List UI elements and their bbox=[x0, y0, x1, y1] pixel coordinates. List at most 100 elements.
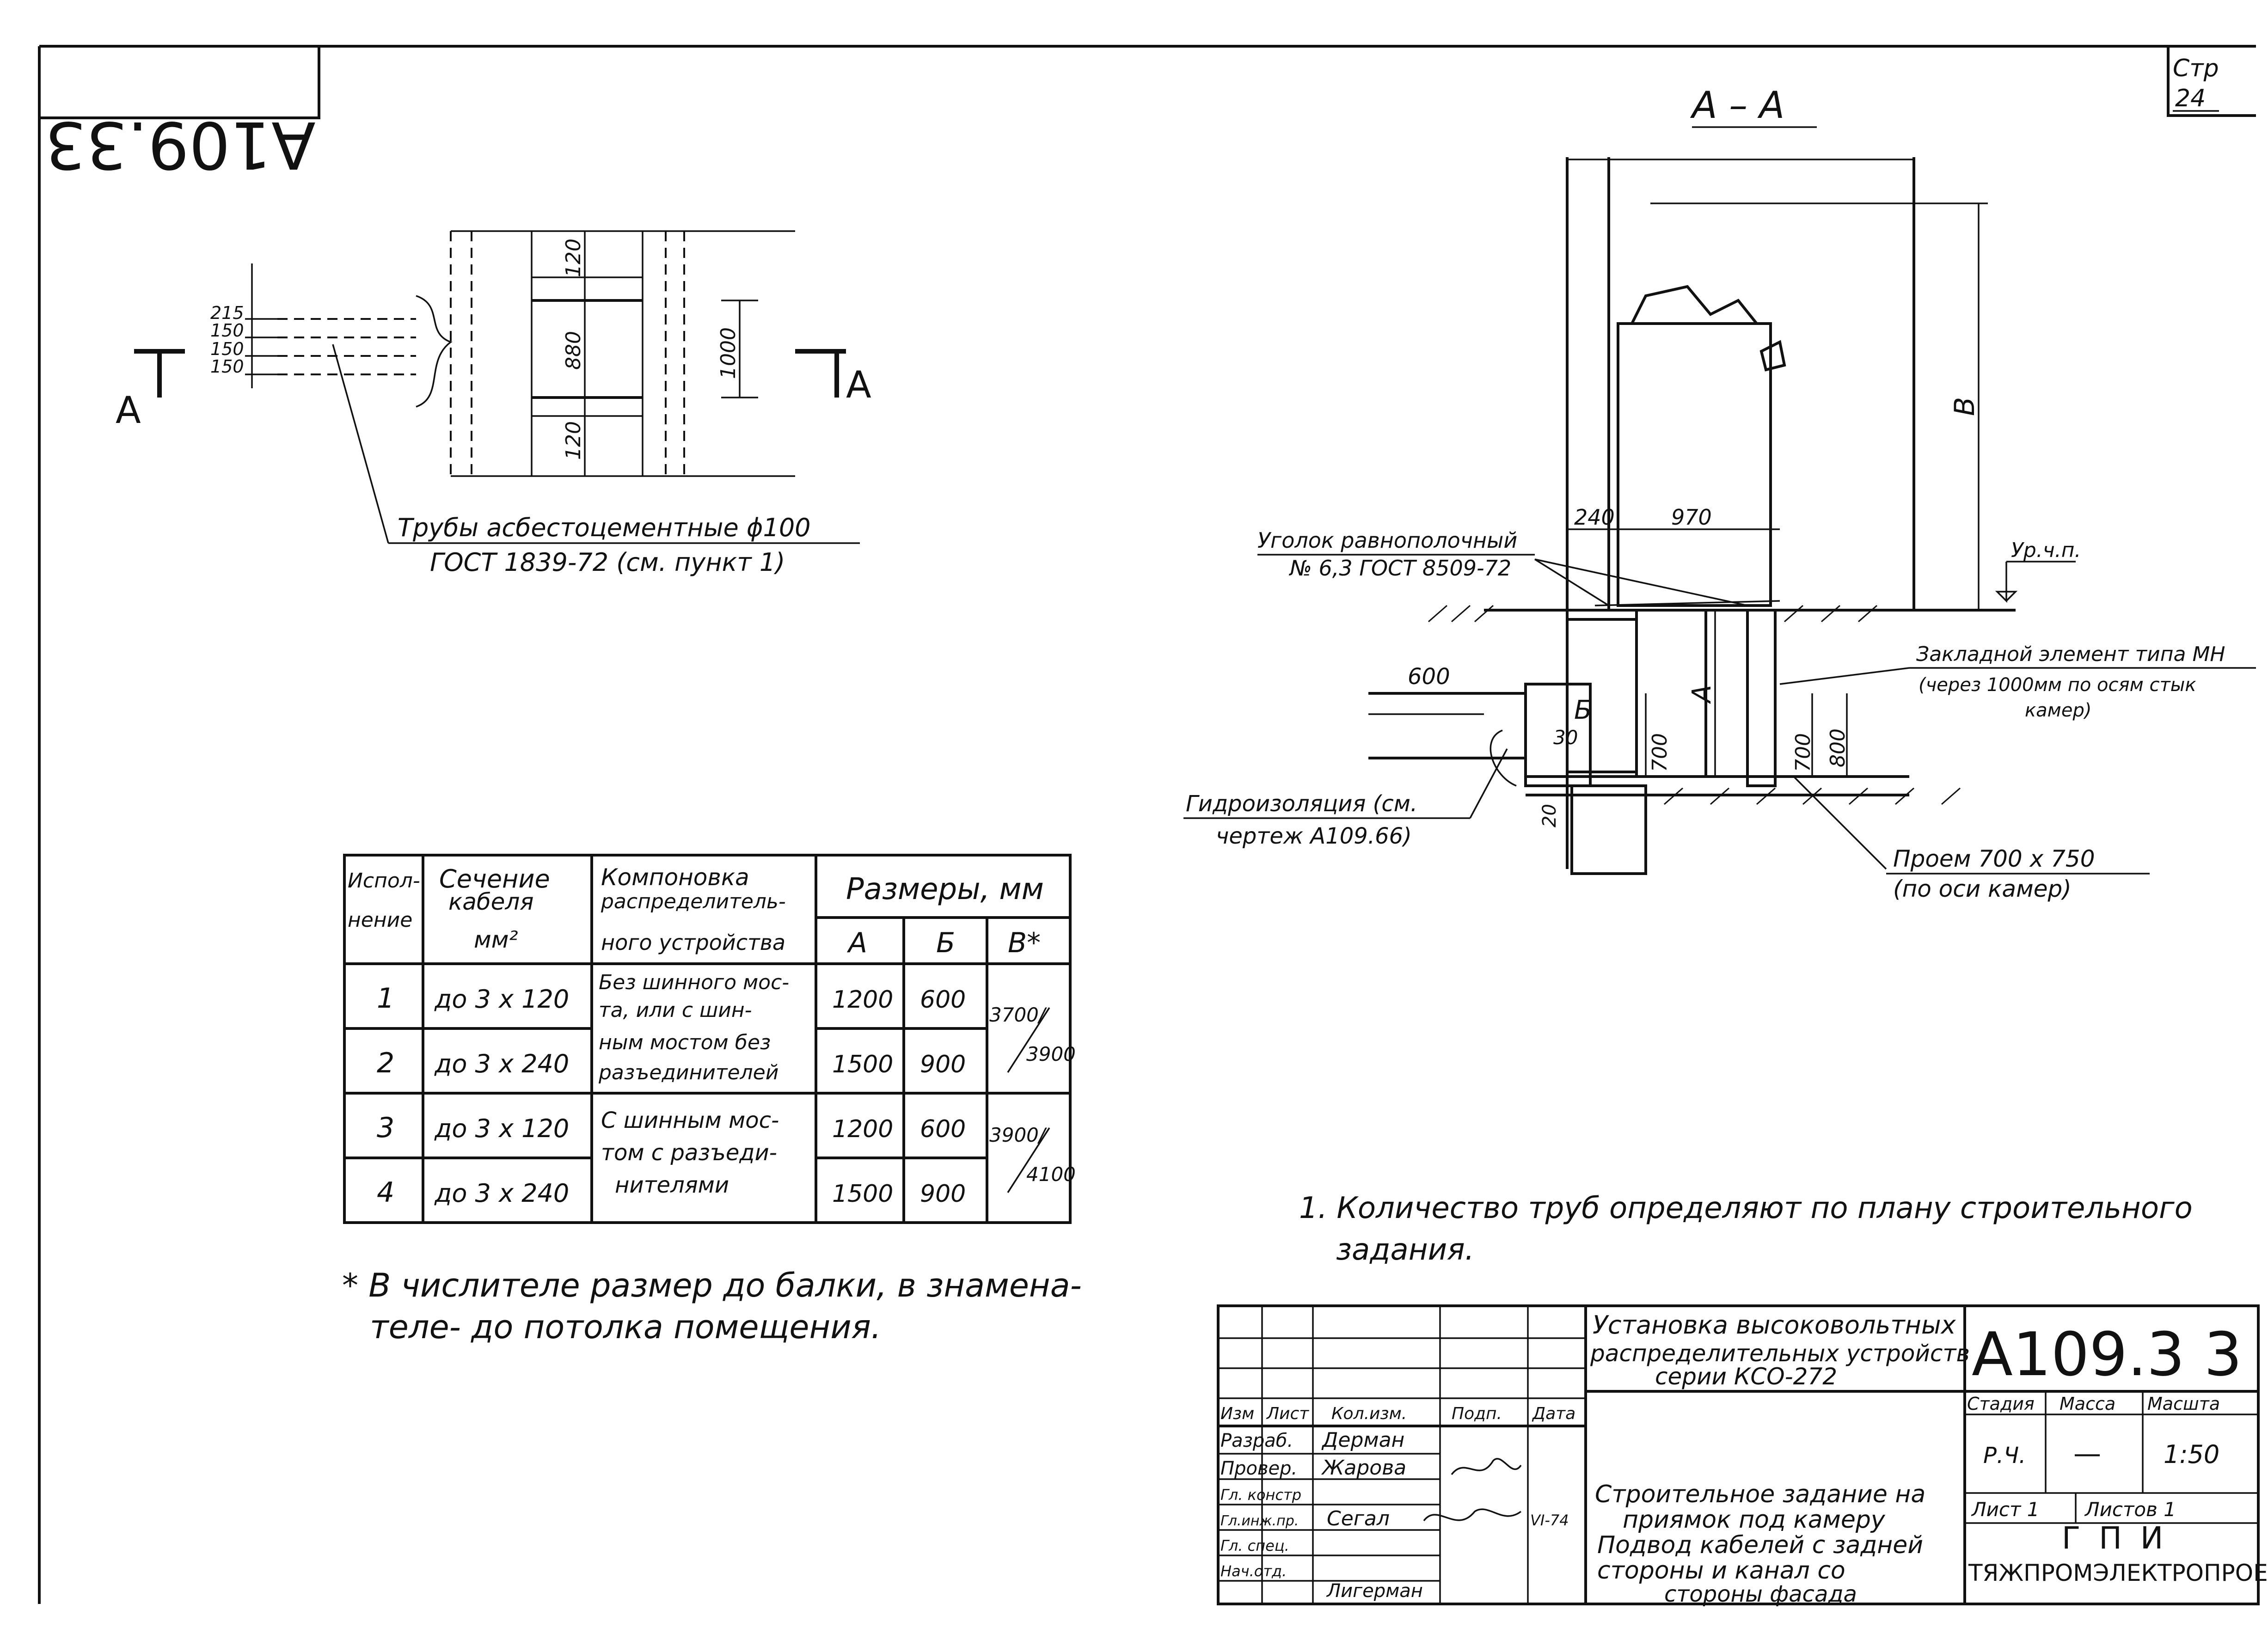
tb-mass-label: Масса bbox=[2060, 1394, 2115, 1414]
plan-dim-mid: 880 bbox=[562, 331, 585, 370]
angle-note-line1: Уголок равнополочный bbox=[1257, 528, 1517, 553]
opening-note-line1: Проем 700 x 750 bbox=[1893, 845, 2095, 872]
page-number: 24 bbox=[2175, 85, 2206, 112]
section-dim-30: 30 bbox=[1553, 726, 1578, 749]
plan-dim-1000: 1000 bbox=[717, 327, 740, 379]
page-label: Стр bbox=[2173, 55, 2219, 82]
layout-g1-line2: та, или с шин- bbox=[599, 998, 752, 1022]
row3-b: 600 bbox=[920, 1115, 966, 1143]
row2-section: до 3 x 240 bbox=[434, 1049, 569, 1078]
tb-scale-label: Масшта bbox=[2147, 1394, 2220, 1414]
layout-g1-line1: Без шинного мос- bbox=[599, 971, 789, 994]
row3-variant: 3 bbox=[377, 1112, 394, 1144]
hdr-sizes: Размеры, мм bbox=[846, 872, 1044, 906]
waterproof-note-line1: Гидроизоляция (см. bbox=[1186, 791, 1417, 817]
sheet-frame bbox=[38, 45, 2256, 1604]
tb-stage: Р.Ч. bbox=[1983, 1443, 2026, 1469]
hdr-col-v: B* bbox=[1008, 927, 1041, 959]
section-dim-a: A bbox=[1687, 685, 1717, 704]
level-mark: Ур.ч.п. bbox=[2011, 539, 2081, 562]
tb-org-logo: ГПИ bbox=[2062, 1520, 2182, 1556]
tb-name-1: Дерман bbox=[1321, 1428, 1404, 1452]
tb-code: А109.3 3 bbox=[1972, 1319, 2242, 1389]
row1-a: 1200 bbox=[832, 986, 893, 1014]
section-label-b: Б bbox=[1574, 695, 1592, 725]
tb-name-2: Жарова bbox=[1321, 1456, 1406, 1480]
section-dim-20: 20 bbox=[1539, 804, 1560, 827]
row1-section: до 3 x 120 bbox=[434, 985, 569, 1014]
section-dim-240: 240 bbox=[1574, 505, 1615, 530]
v-group2-den: 4100 bbox=[1026, 1163, 1076, 1186]
layout-g2-line2: том с разъеди- bbox=[601, 1140, 777, 1166]
tb-desc-line3: Подвод кабелей с задней bbox=[1597, 1531, 1923, 1559]
hdr-layout-3: ного устройства bbox=[601, 930, 785, 955]
row2-a: 1500 bbox=[832, 1051, 893, 1078]
plan-dim-bottom: 120 bbox=[562, 421, 585, 460]
section-dim-800: 800 bbox=[1826, 728, 1850, 767]
tb-col-list: Лист bbox=[1266, 1404, 1309, 1423]
embed-note-line2: (через 1000мм по осям стык bbox=[1919, 674, 2196, 696]
pipes-note-line1: Трубы асбестоцементные ϕ100 bbox=[398, 513, 811, 542]
footnote-line2: теле- до потолка помещения. bbox=[370, 1308, 881, 1346]
tb-title-line2: распределительных устройств bbox=[1590, 1340, 1970, 1367]
hdr-variant-1: Испол- bbox=[348, 869, 420, 893]
parameters-table: Испол- нение Сечение кабеля мм² Компонов… bbox=[343, 854, 1076, 1224]
tb-role-5: Гл. спец. bbox=[1220, 1537, 1289, 1554]
tb-role-4: Гл.инж.пр. bbox=[1220, 1513, 1299, 1529]
tb-org-name: ТЯЖПРОМЭЛЕКТРОПРОЕ bbox=[1968, 1560, 2268, 1586]
tb-col-izm: Изм bbox=[1220, 1404, 1254, 1423]
row3-a: 1200 bbox=[832, 1115, 893, 1143]
plan-view: 215 150 150 150 120 880 120 1000 A A Тру… bbox=[116, 230, 871, 577]
footnote-line1: * В числителе размер до балки, в знамена… bbox=[342, 1267, 1082, 1304]
v-group2-num: 3900/ bbox=[989, 1124, 1047, 1146]
opening-note-line2: (по оси камер) bbox=[1893, 875, 2072, 902]
row3-section: до 3 x 120 bbox=[434, 1114, 569, 1143]
signature-2 bbox=[1423, 1508, 1522, 1522]
hdr-section-3: мм² bbox=[474, 926, 518, 953]
section-dim-600: 600 bbox=[1408, 664, 1450, 690]
section-mark-right: A bbox=[846, 363, 871, 406]
title-block: Изм Лист Кол.изм. Подп. Дата Разраб. Про… bbox=[1217, 1304, 2268, 1607]
tb-desc-line5: стороны фасада bbox=[1664, 1581, 1857, 1607]
section-dim-700-right: 700 bbox=[1791, 733, 1815, 772]
layout-g1-line3: ным мостом без bbox=[599, 1031, 771, 1054]
hdr-section-2: кабеля bbox=[448, 888, 533, 915]
tb-name-4: Сегал bbox=[1327, 1507, 1390, 1530]
section-dim-b: B bbox=[1949, 397, 1981, 416]
row4-a: 1500 bbox=[832, 1180, 893, 1208]
row1-variant: 1 bbox=[377, 982, 394, 1015]
tb-col-data: Дата bbox=[1532, 1404, 1575, 1423]
tb-desc-line4: стороны и канал со bbox=[1597, 1557, 1845, 1585]
section-mark-left: A bbox=[116, 389, 141, 432]
tb-sheets-label: Листов 1 bbox=[2084, 1498, 2176, 1521]
pipes-note-line2: ГОСТ 1839-72 (см. пункт 1) bbox=[430, 548, 785, 577]
hdr-layout-1: Компоновка bbox=[601, 864, 749, 891]
tb-col-podp: Подп. bbox=[1452, 1404, 1502, 1423]
hdr-layout-2: распределитель- bbox=[601, 890, 786, 913]
row4-b: 900 bbox=[920, 1180, 966, 1208]
tb-role-1: Разраб. bbox=[1220, 1430, 1293, 1451]
tb-stage-label: Стадия bbox=[1967, 1394, 2035, 1414]
hdr-col-a: A bbox=[846, 927, 867, 959]
ground-hatching bbox=[1428, 605, 1961, 805]
embed-note-line1: Закладной элемент типа МН bbox=[1916, 643, 2225, 666]
note-line2: задания. bbox=[1336, 1233, 1474, 1267]
signature-1 bbox=[1451, 1458, 1522, 1475]
tb-title-line1: Установка высоковольтных bbox=[1593, 1310, 1956, 1340]
layout-g1-line4: разъединителей bbox=[598, 1061, 778, 1084]
section-view: A – A B 240 970 Ур.ч.п. Уголок равнополо… bbox=[1183, 84, 2256, 902]
v-group1-num: 3700/ bbox=[989, 1004, 1047, 1026]
section-dim-700-left: 700 bbox=[1648, 733, 1672, 772]
tb-sheet-label: Лист 1 bbox=[1971, 1498, 2040, 1521]
note-line1: 1. Количество труб определяют по плану с… bbox=[1299, 1191, 2193, 1225]
tb-role-2: Провер. bbox=[1220, 1458, 1297, 1479]
row4-section: до 3 x 240 bbox=[434, 1179, 569, 1208]
tb-name-6: Лигерман bbox=[1326, 1580, 1423, 1602]
hdr-variant-2: нение bbox=[348, 908, 412, 932]
embed-note-line3: камер) bbox=[2025, 700, 2091, 721]
tb-role-6: Нач.отд. bbox=[1220, 1562, 1287, 1580]
tb-col-kol: Кол.изм. bbox=[1331, 1404, 1407, 1423]
mirrored-code-stamp: A109.33 bbox=[45, 107, 316, 182]
angle-note-line2: № 6,3 ГОСТ 8509-72 bbox=[1288, 556, 1511, 581]
plan-dim-top: 120 bbox=[562, 239, 585, 277]
